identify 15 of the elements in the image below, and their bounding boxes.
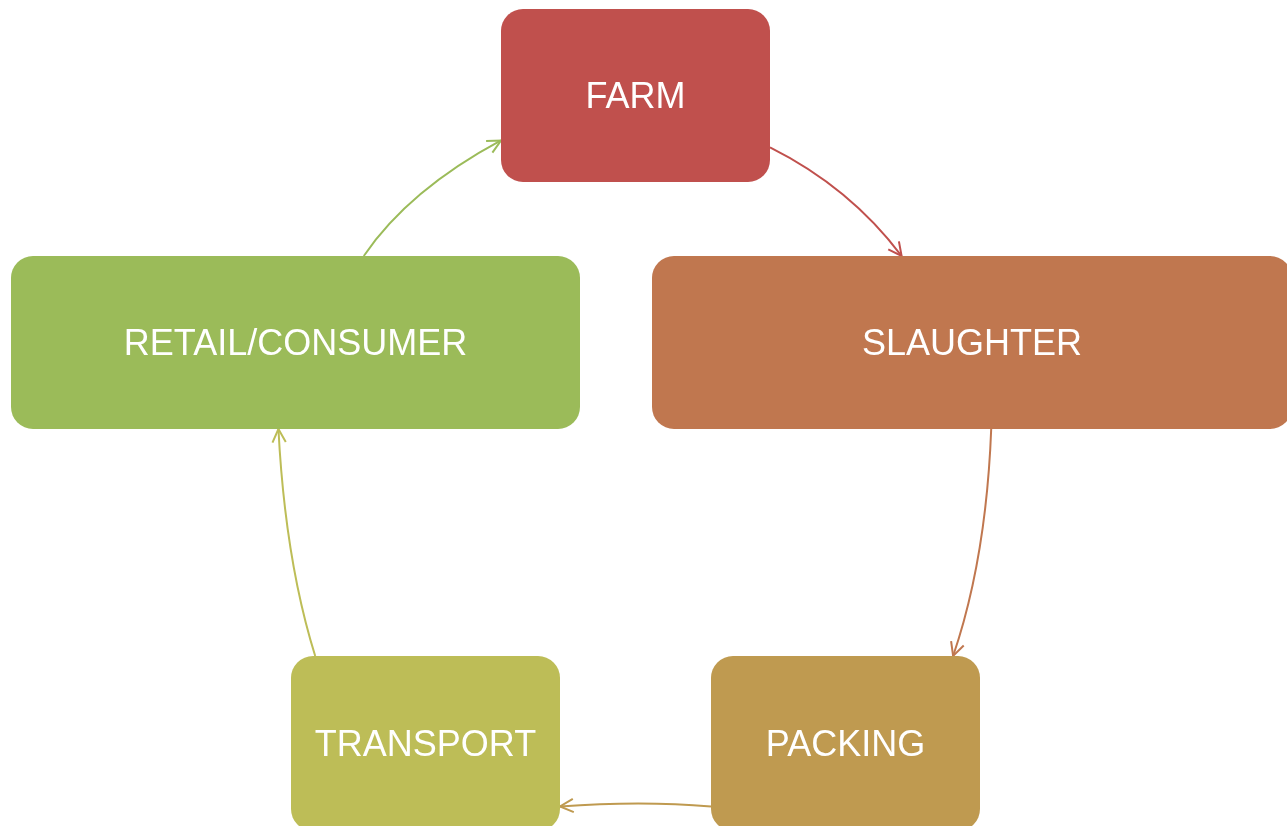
process-box [652, 256, 1287, 429]
arrow [769, 146, 903, 257]
node-label: PACKING [765, 722, 926, 765]
arrow [949, 428, 993, 657]
node-label: TRANSPORT [314, 722, 537, 765]
process-box [501, 9, 770, 182]
arrow [559, 797, 712, 814]
process-box [291, 656, 560, 826]
process-box [11, 256, 580, 429]
arrow [271, 428, 317, 657]
node-label: SLAUGHTER [861, 321, 1082, 364]
arrow [362, 139, 502, 257]
node-label: FARM [585, 74, 686, 117]
process-box [711, 656, 980, 826]
node-label: RETAIL/CONSUMER [123, 321, 468, 364]
